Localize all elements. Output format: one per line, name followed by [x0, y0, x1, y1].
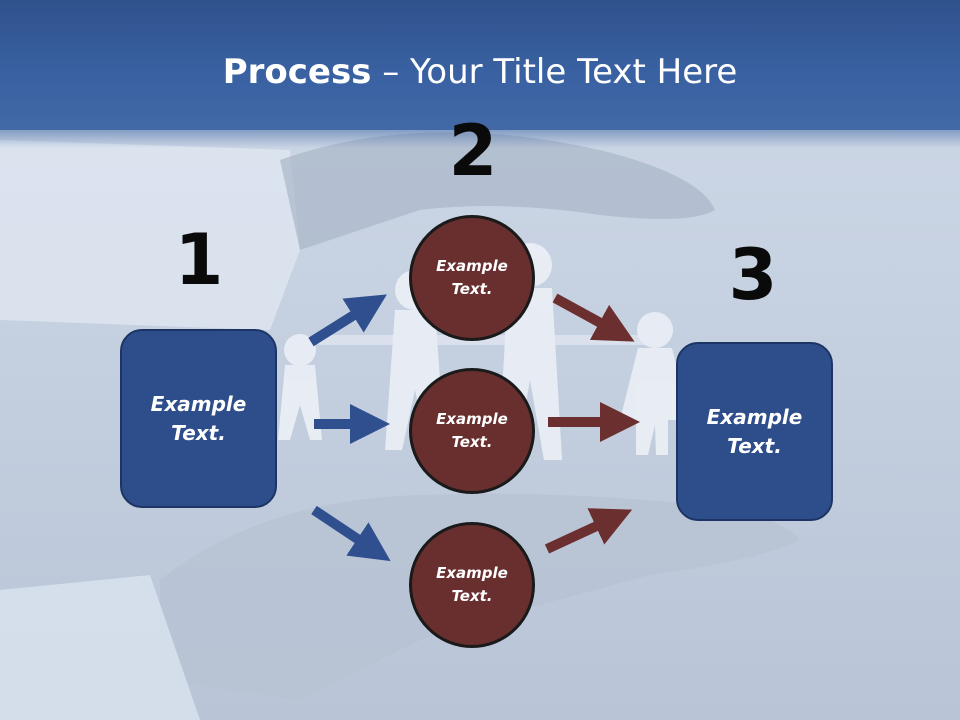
step-number-2: 2: [448, 110, 498, 192]
step-2-circle-bottom: Example Text.: [409, 522, 535, 648]
step-1-text: Example Text.: [150, 391, 247, 445]
step-2-circle-middle: Example Text.: [409, 368, 535, 494]
arrow-1-to-2-top: [308, 294, 387, 347]
step-1-box: Example Text.: [120, 329, 277, 508]
step-3-text: Example Text.: [706, 404, 803, 458]
title-bold: Process: [222, 52, 372, 92]
step-2-circle-middle-text: Example Text.: [436, 410, 508, 451]
step-2-circle-top: Example Text.: [409, 215, 535, 341]
step-2-circle-bottom-text: Example Text.: [436, 564, 508, 605]
arrow-1-to-2-bottom: [311, 505, 391, 562]
arrow-2-top-to-3: [552, 293, 635, 342]
title-bar: [0, 0, 960, 130]
title-rest: – Your Title Text Here: [371, 52, 738, 92]
slide-title: Process – Your Title Text Here: [0, 52, 960, 92]
step-number-3: 3: [728, 234, 778, 316]
step-2-circle-top-text: Example Text.: [436, 257, 508, 298]
step-number-1: 1: [174, 219, 224, 301]
title-bar-fade: [0, 118, 960, 148]
arrow-2-bottom-to-3: [544, 508, 633, 554]
step-3-box: Example Text.: [676, 342, 833, 521]
